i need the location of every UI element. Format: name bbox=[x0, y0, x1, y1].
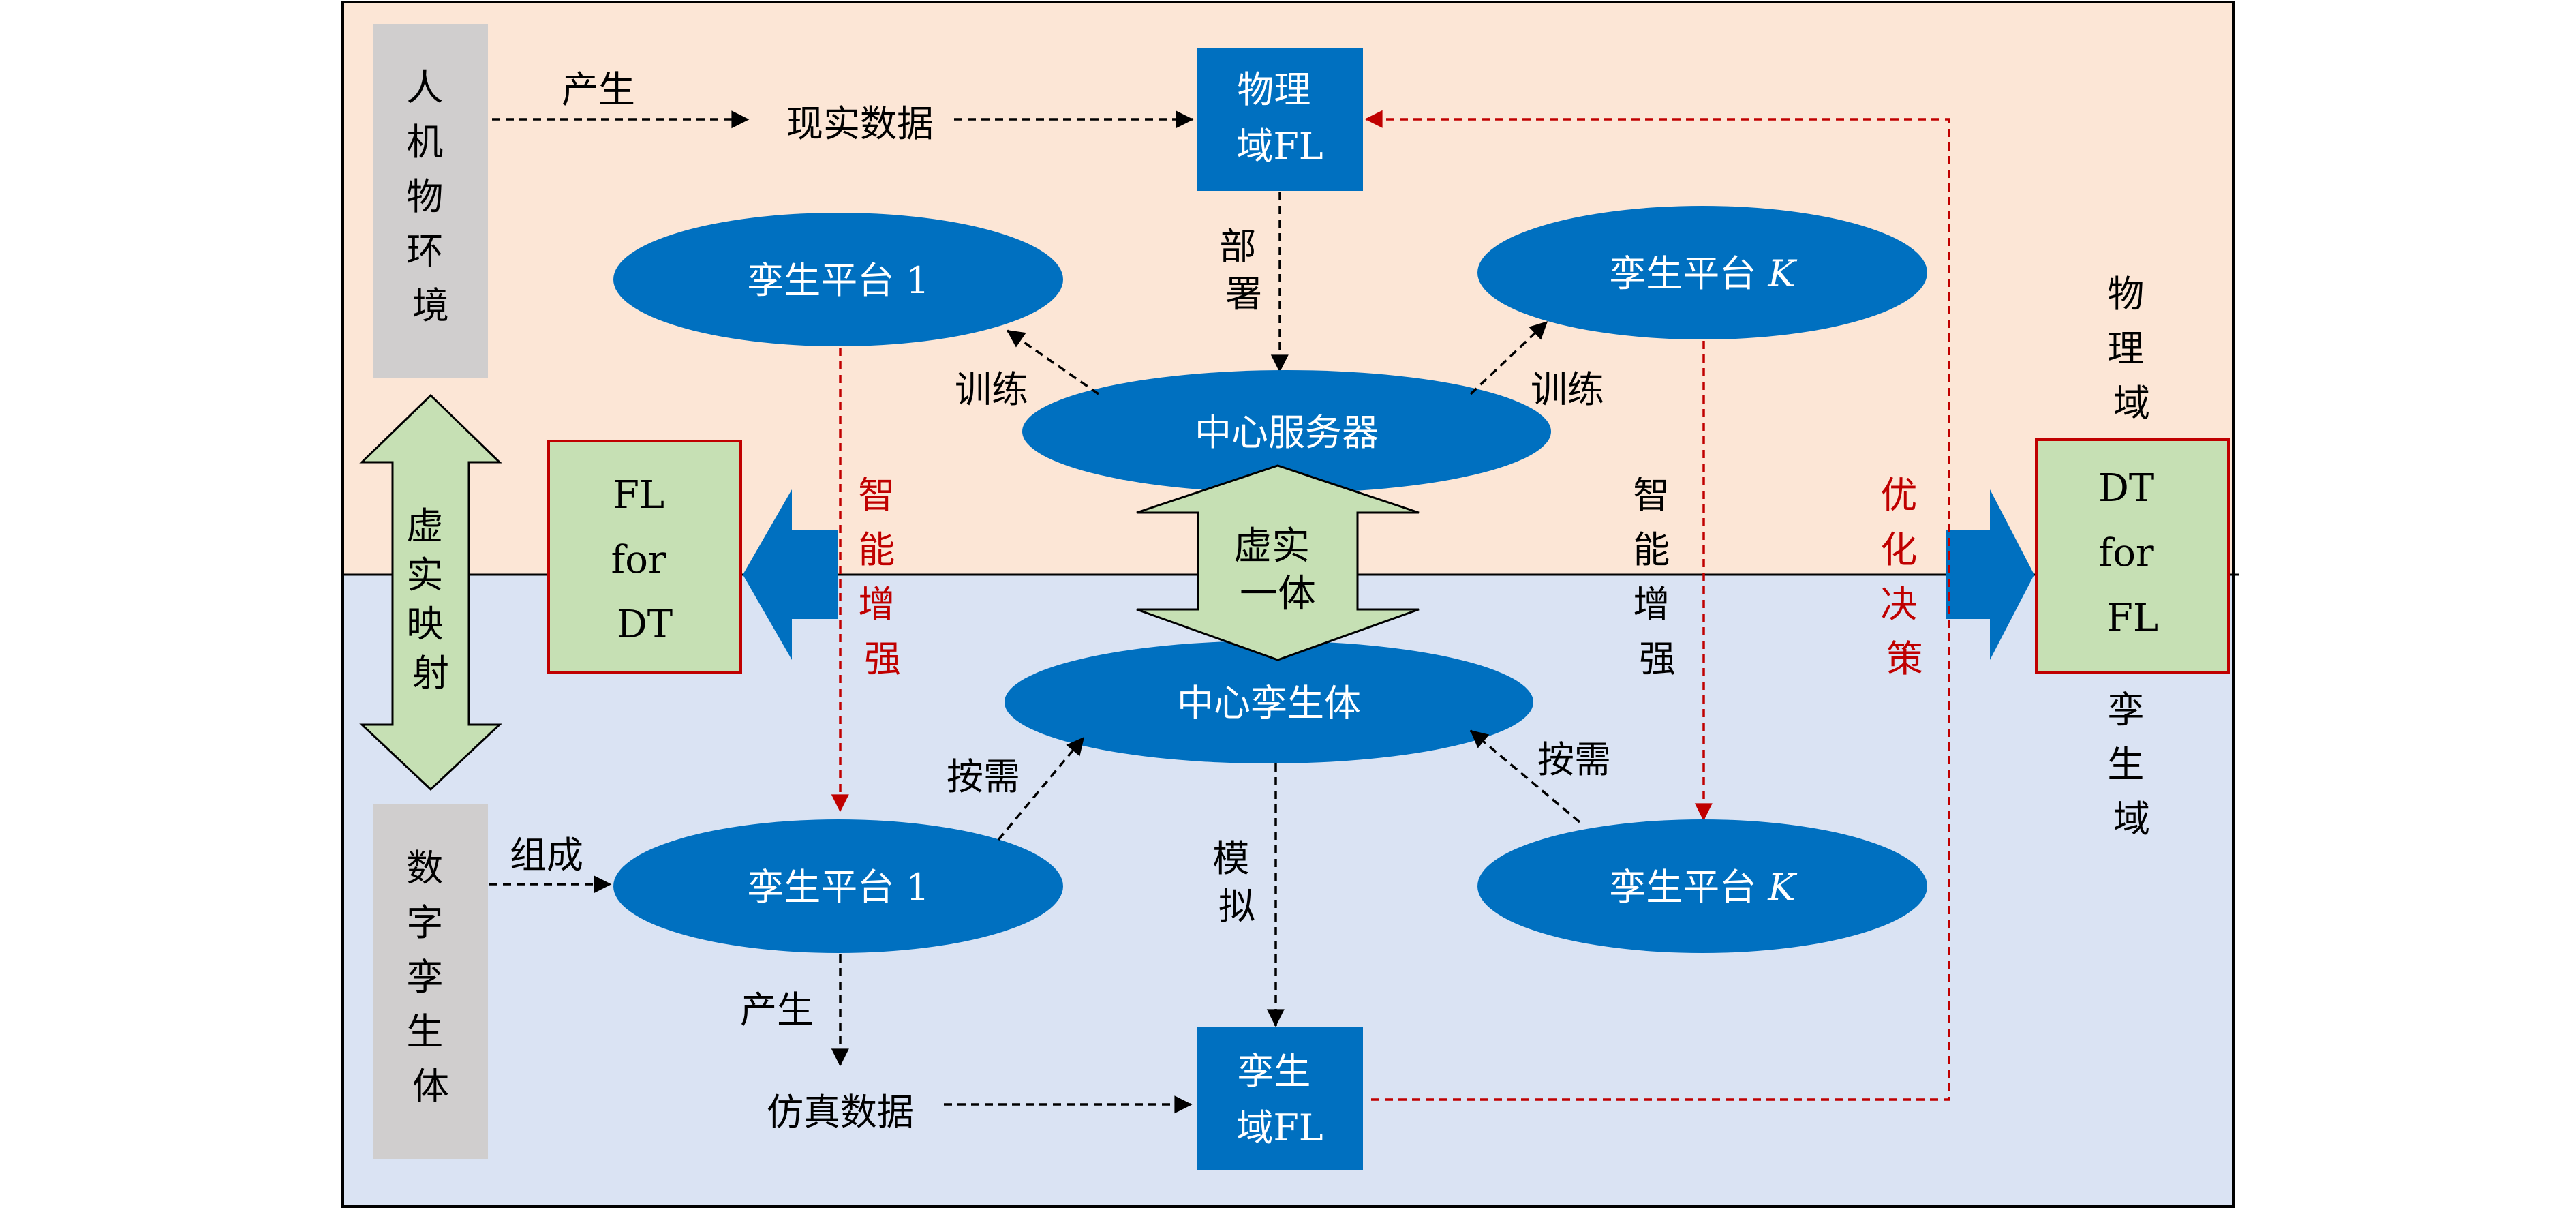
central-twin bbox=[1005, 641, 1533, 763]
twin-platform-1 bbox=[613, 819, 1063, 953]
physical-domain-label: 物 理 域 bbox=[2107, 273, 2156, 425]
produce-label-top: 产生 bbox=[562, 68, 635, 111]
produce-label-twin: 产生 bbox=[740, 988, 814, 1031]
physical-twin-platform-1 bbox=[613, 213, 1063, 346]
virtual-real-one-double-arrow bbox=[1136, 464, 1420, 661]
intelligence-label-right: 智 能 增 强 bbox=[1633, 474, 1681, 680]
optimize-decision-path bbox=[1364, 110, 1950, 1101]
sim-data-label: 仿真数据 bbox=[767, 1091, 914, 1134]
compose-label: 组成 bbox=[510, 834, 583, 877]
physical-twin-platform-k bbox=[1477, 206, 1927, 339]
fl-for-dt-box bbox=[547, 440, 742, 674]
human-env-box bbox=[373, 24, 488, 378]
real-data-label: 现实数据 bbox=[786, 102, 934, 145]
twin-fl-text: 孪生 域FL bbox=[1236, 1050, 1323, 1149]
human-env-text: 人 机 物 环 境 bbox=[406, 66, 455, 327]
twin-platform-1-label: 孪生平台 1 bbox=[747, 866, 930, 909]
simulate-label: 模 拟 bbox=[1212, 837, 1261, 928]
intelligence-label-left: 智 能 增 强 bbox=[858, 474, 906, 680]
on-demand-label-right: 按需 bbox=[1537, 738, 1611, 781]
on-demand-arrow-left bbox=[997, 736, 1085, 841]
train-label-left: 训练 bbox=[955, 368, 1028, 411]
physical-fl-box bbox=[1197, 48, 1363, 191]
dt-for-fl-text: DT for FL bbox=[2098, 466, 2166, 640]
train-label-right: 训练 bbox=[1531, 368, 1604, 411]
central-twin-label: 中心孪生体 bbox=[1177, 682, 1361, 725]
digital-twin-box bbox=[373, 804, 488, 1159]
physical-twin-platform-1-label: 孪生平台 1 bbox=[747, 259, 930, 302]
twin-domain-label: 孪 生 域 bbox=[2107, 689, 2156, 841]
diagram-frame bbox=[341, 1, 2235, 1208]
central-server bbox=[1022, 370, 1551, 493]
deploy-label: 部 署 bbox=[1219, 225, 1268, 316]
train-arrow-left bbox=[1006, 329, 1099, 395]
twin-platform-k bbox=[1477, 819, 1927, 953]
on-demand-arrow-right bbox=[1469, 729, 1581, 823]
fl-for-dt-text: FL for DT bbox=[611, 473, 678, 647]
fl-for-dt-arrow bbox=[743, 489, 838, 660]
virtual-mapping-text: 虚 实 映 射 bbox=[406, 504, 455, 695]
on-demand-label-left: 按需 bbox=[947, 755, 1020, 798]
train-arrow-right bbox=[1469, 320, 1548, 395]
physical-fl-text: 物理 域FL bbox=[1236, 68, 1323, 168]
virtual-real-one-text: 虚实 一体 bbox=[1233, 524, 1322, 616]
twin-fl-box bbox=[1197, 1027, 1363, 1170]
physical-twin-platform-k-label: 孪生平台 K bbox=[1609, 252, 1797, 295]
virtual-mapping-double-arrow bbox=[359, 393, 502, 791]
optimize-decision-label: 优 化 决 策 bbox=[1880, 474, 1929, 680]
twin-platform-k-label: 孪生平台 K bbox=[1609, 866, 1797, 909]
central-server-label: 中心服务器 bbox=[1195, 411, 1379, 454]
digital-twin-text: 数 字 孪 生 体 bbox=[406, 847, 455, 1108]
dt-for-fl-box bbox=[2035, 438, 2230, 674]
dt-for-fl-arrow bbox=[1946, 489, 2034, 660]
